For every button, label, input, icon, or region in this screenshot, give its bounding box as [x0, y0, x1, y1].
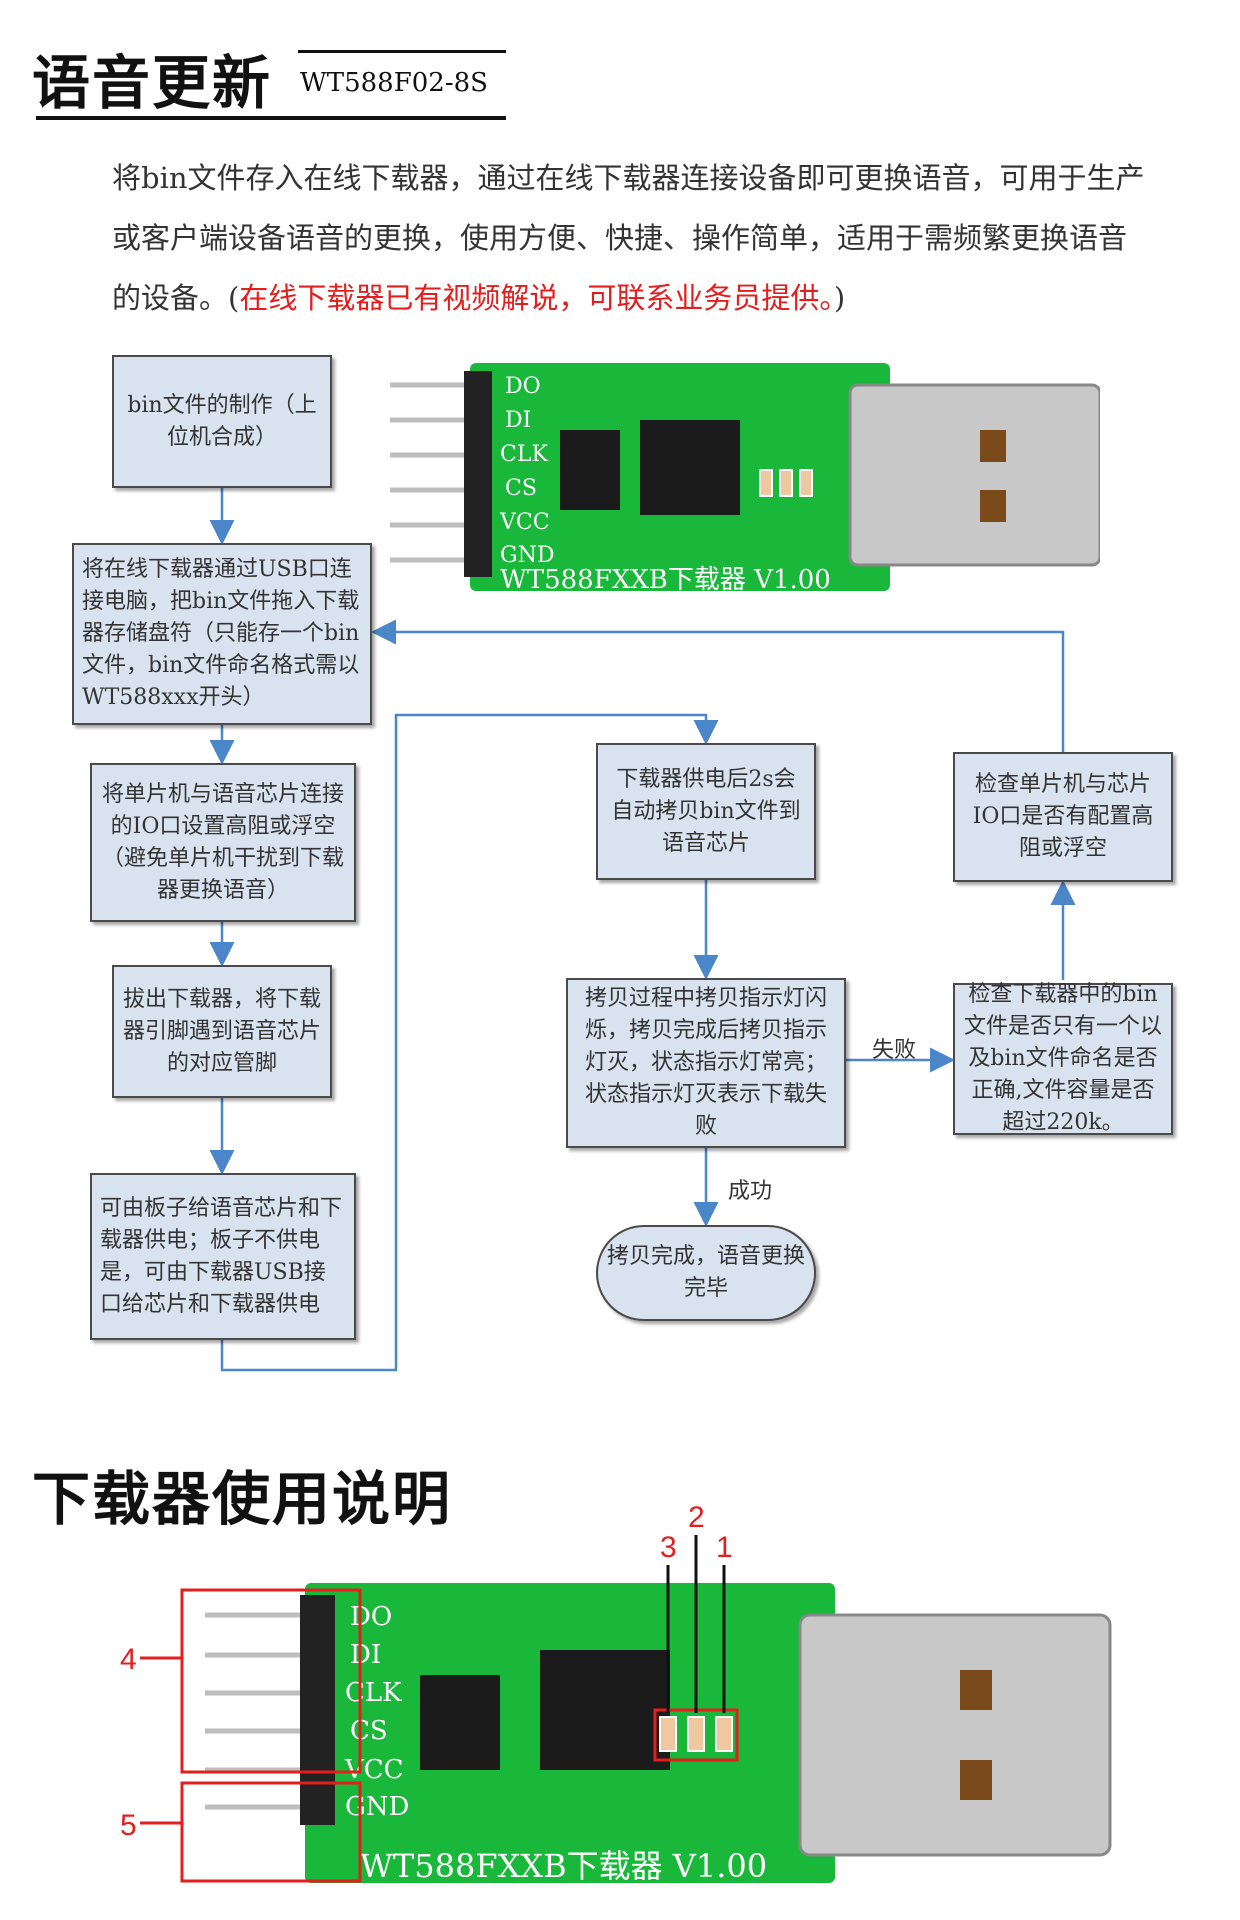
- mcu-chip: [640, 420, 740, 515]
- pin-header: [300, 1595, 335, 1825]
- usb-connector: [798, 1613, 1112, 1857]
- section-title-voice-update: 语音更新: [32, 49, 273, 117]
- board-label-annotated: WT588FXXB下载器 V1.00: [360, 1847, 767, 1885]
- flowchart-connectors: [209, 488, 1076, 1372]
- marker-4: 4: [120, 1643, 137, 1676]
- pin-label-do: DO: [350, 1602, 392, 1632]
- mcu-chip: [540, 1650, 670, 1770]
- intro-red-note: 在线下载器已有视频解说，可联系业务员提供。: [239, 281, 834, 315]
- flash-chip: [420, 1675, 500, 1770]
- flow-step-auto-copy: 下载器供电后2s会自动拷贝bin文件到语音芯片: [596, 743, 816, 880]
- pin-label-gnd: GND: [500, 543, 554, 568]
- pin-label-do: DO: [505, 374, 541, 399]
- annotation-box-power-pins: [180, 1781, 362, 1883]
- pin-label-cs: CS: [505, 476, 537, 501]
- marker-2: 2: [688, 1501, 705, 1534]
- section-title-downloader-usage: 下载器使用说明: [32, 1465, 453, 1533]
- flow-check-bin-file: 检查下载器中的bin文件是否只有一个以及bin文件命名是否正确,文件容量是否超过…: [953, 982, 1173, 1135]
- pin-label-gnd: GND: [345, 1792, 409, 1822]
- flow-check-io: 检查单片机与芯片IO口是否有配置高阻或浮空: [953, 752, 1173, 882]
- led-3: [799, 469, 813, 497]
- pin-label-vcc: VCC: [499, 510, 550, 535]
- led-1: [715, 1716, 733, 1752]
- led-3: [659, 1716, 677, 1752]
- intro-paragraph: 将bin文件存入在线下载器，通过在线下载器连接设备即可更换语音，可用于生产或客户…: [112, 148, 1152, 328]
- flow-step-plug-downloader: 拔出下载器，将下载器引脚遇到语音芯片的对应管脚: [112, 965, 332, 1098]
- flow-step-power: 可由板子给语音芯片和下载器供电；板子不供电是，可由下载器USB接口给芯片和下载器…: [90, 1173, 356, 1340]
- led-2: [779, 469, 793, 497]
- fail-label: 失败: [872, 1038, 917, 1063]
- pin-header: [464, 371, 492, 577]
- model-top-line: [298, 50, 506, 53]
- intro-end: ): [833, 281, 846, 315]
- pin-label-di: DI: [350, 1640, 381, 1670]
- intro-text: 将bin文件存入在线下载器，通过在线下载器连接设备即可更换语音，可用于生产或客户…: [112, 161, 1145, 315]
- flash-chip: [560, 430, 620, 510]
- header-pins: [205, 1612, 310, 1810]
- led-2: [687, 1716, 705, 1752]
- title-underline: [36, 116, 506, 120]
- model-number: WT588F02-8S: [300, 68, 488, 98]
- usb-connector: [848, 383, 1100, 567]
- board-label-top: WT588FXXB下载器 V1.00: [500, 565, 831, 595]
- downloader-board-image-top: DO DI CLK CS VCC GND WT588FXXB下载器 V1.00: [390, 363, 1100, 595]
- flow-step-bin-making: bin文件的制作（上位机合成）: [112, 355, 332, 488]
- marker-1: 1: [716, 1531, 733, 1564]
- pin-label-cs: CS: [350, 1716, 388, 1746]
- marker-3: 3: [660, 1531, 677, 1564]
- downloader-board-image-annotated: DO DI CLK CS VCC GND WT588FXXB下载器 V1.00 …: [120, 1501, 1112, 1885]
- flow-end-terminal: 拷贝完成，语音更换完毕: [596, 1225, 816, 1321]
- led-1: [759, 469, 773, 497]
- success-label: 成功: [728, 1179, 773, 1204]
- pin-label-vcc: VCC: [344, 1755, 404, 1785]
- flow-step-set-io: 将单片机与语音芯片连接的IO口设置高阻或浮空（避免单片机干扰到下载器更换语音）: [90, 763, 356, 922]
- pin-label-clk: CLK: [500, 442, 548, 467]
- flow-step-connect-usb: 将在线下载器通过USB口连接电脑，把bin文件拖入下载器存储盘符（只能存一个bi…: [72, 543, 372, 725]
- pin-label-di: DI: [505, 408, 531, 433]
- flow-step-copy-indicator: 拷贝过程中拷贝指示灯闪烁，拷贝完成后拷贝指示灯灭，状态指示灯常亮；状态指示灯灭表…: [566, 978, 846, 1148]
- marker-5: 5: [120, 1809, 137, 1842]
- annotation-box-signal-pins: [180, 1588, 362, 1774]
- pin-label-clk: CLK: [345, 1678, 402, 1708]
